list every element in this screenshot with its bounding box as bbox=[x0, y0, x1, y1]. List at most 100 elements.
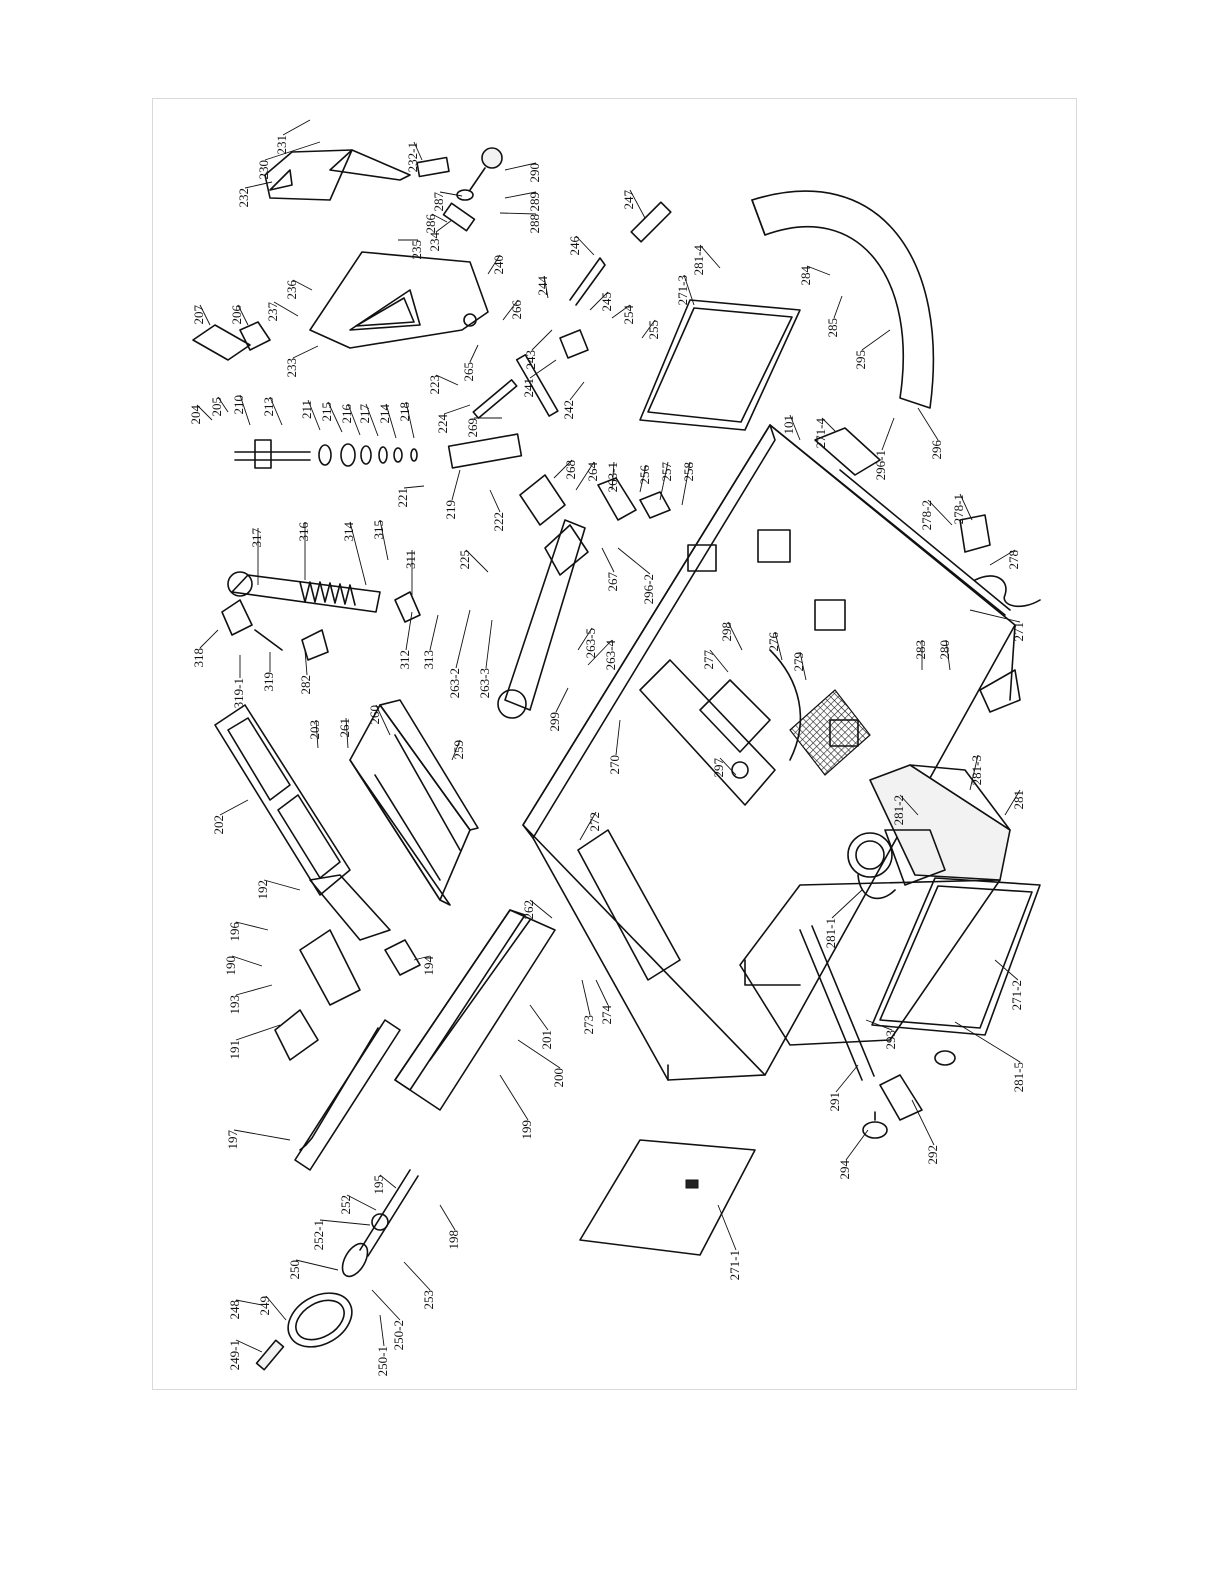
pin-219 bbox=[447, 353, 559, 469]
part-number-label: 297 bbox=[711, 758, 726, 778]
part-number-label: 215 bbox=[319, 402, 334, 422]
leader-line bbox=[994, 959, 1019, 981]
callout-271-3: 271-3 bbox=[675, 274, 695, 305]
callout-225: 225 bbox=[457, 549, 489, 573]
callout-299: 299 bbox=[547, 687, 569, 732]
leader-line bbox=[405, 611, 413, 651]
part-number-label: 237 bbox=[265, 302, 280, 322]
callout-296: 296 bbox=[917, 407, 944, 460]
leader-line bbox=[911, 1099, 935, 1146]
leader-line bbox=[615, 719, 621, 756]
callout-294: 294 bbox=[837, 1129, 869, 1180]
callout-198: 198 bbox=[439, 1204, 461, 1250]
leader-line bbox=[413, 141, 423, 161]
part-number-label: 319-1 bbox=[231, 678, 246, 708]
leader-line bbox=[504, 162, 537, 171]
leader-line bbox=[304, 649, 308, 676]
leader-line bbox=[659, 461, 669, 501]
leader-line bbox=[529, 359, 557, 379]
leader-line bbox=[231, 955, 263, 967]
callout-261: 261 bbox=[337, 717, 352, 749]
part-number-label: 210 bbox=[231, 395, 246, 415]
part-number-label: 286 bbox=[423, 214, 438, 234]
leader-line bbox=[569, 381, 585, 401]
callout-207: 207 bbox=[191, 305, 211, 326]
leader-line bbox=[529, 1004, 549, 1031]
leader-line bbox=[403, 485, 425, 489]
part-number-label: 211 bbox=[299, 400, 314, 419]
part-number-label: 271-4 bbox=[813, 418, 828, 449]
leader-line bbox=[553, 459, 573, 479]
plate-232 bbox=[264, 149, 411, 201]
callout-284: 284 bbox=[798, 266, 831, 286]
callout-265: 265 bbox=[461, 344, 479, 382]
part-number-label: 197 bbox=[225, 1130, 240, 1150]
callout-319: 319 bbox=[261, 652, 276, 692]
part-number-label: 250-2 bbox=[391, 1320, 406, 1350]
callout-278-1: 278-1 bbox=[951, 493, 973, 524]
leader-line bbox=[587, 639, 613, 666]
callout-200: 200 bbox=[517, 1039, 566, 1088]
callout-281-1: 281-1 bbox=[823, 889, 863, 948]
callout-262: 262 bbox=[521, 899, 553, 920]
callout-232-1: 232-1 bbox=[405, 141, 423, 172]
leader-line bbox=[555, 687, 569, 713]
block-264-263-1 bbox=[519, 474, 671, 526]
callout-237: 237 bbox=[265, 302, 299, 322]
leader-line bbox=[989, 549, 1016, 566]
callout-276: 276 bbox=[766, 632, 783, 661]
leader-line bbox=[617, 547, 651, 575]
leader-line bbox=[465, 549, 489, 573]
leader-line bbox=[499, 1074, 529, 1121]
callout-241: 241 bbox=[521, 359, 557, 398]
callout-273: 273 bbox=[581, 979, 596, 1035]
foot-294 bbox=[862, 1050, 956, 1139]
callout-235: 235 bbox=[398, 239, 424, 260]
leader-line bbox=[239, 394, 251, 426]
callout-311: 311 bbox=[403, 550, 418, 595]
part-number-label: 218 bbox=[397, 402, 412, 422]
leader-line bbox=[379, 519, 389, 561]
callout-224: 224 bbox=[435, 404, 471, 434]
callout-101: 101 bbox=[781, 414, 801, 441]
part-number-label: 101 bbox=[781, 415, 796, 435]
leader-line bbox=[595, 979, 609, 1006]
part-number-label: 263-3 bbox=[477, 668, 492, 698]
rack-197 bbox=[294, 1019, 401, 1171]
vise-base-260 bbox=[349, 699, 479, 906]
callout-288: 288 bbox=[499, 212, 542, 234]
callout-245: 245 bbox=[589, 291, 614, 312]
leader-line bbox=[543, 275, 549, 299]
callout-213: 213 bbox=[261, 396, 283, 426]
leader-line bbox=[235, 1299, 263, 1306]
leader-line bbox=[969, 754, 979, 791]
part-number-label: 278-1 bbox=[951, 494, 966, 524]
callout-281-3: 281-3 bbox=[969, 754, 984, 791]
callout-263-3: 263-3 bbox=[477, 619, 493, 698]
callout-223: 223 bbox=[427, 374, 459, 395]
callout-214: 214 bbox=[377, 404, 397, 439]
part-number-label: 267 bbox=[605, 572, 620, 592]
leader-line bbox=[639, 464, 647, 493]
callout-215: 215 bbox=[319, 401, 343, 433]
callout-219: 219 bbox=[443, 469, 461, 520]
leader-line bbox=[611, 461, 615, 491]
part-number-label: 240 bbox=[491, 255, 506, 275]
callout-315: 315 bbox=[371, 519, 389, 561]
handwheel-249 bbox=[255, 1292, 353, 1371]
part-number-label: 195 bbox=[371, 1175, 386, 1195]
door-panel-271-1 bbox=[579, 1139, 756, 1256]
callout-278: 278 bbox=[989, 549, 1021, 570]
part-number-label: 271 bbox=[1011, 622, 1026, 642]
carriage-192 bbox=[299, 874, 391, 1006]
callout-266: 266 bbox=[502, 300, 524, 321]
leader-line bbox=[435, 219, 453, 233]
part-number-label: 274 bbox=[599, 1005, 614, 1025]
part-number-label: 191 bbox=[227, 1040, 242, 1060]
leader-line bbox=[346, 1194, 377, 1211]
callout-247: 247 bbox=[621, 190, 646, 219]
callout-319-1: 319-1 bbox=[231, 655, 246, 708]
leader-line bbox=[954, 1021, 1021, 1063]
callout-316: 316 bbox=[296, 522, 311, 580]
